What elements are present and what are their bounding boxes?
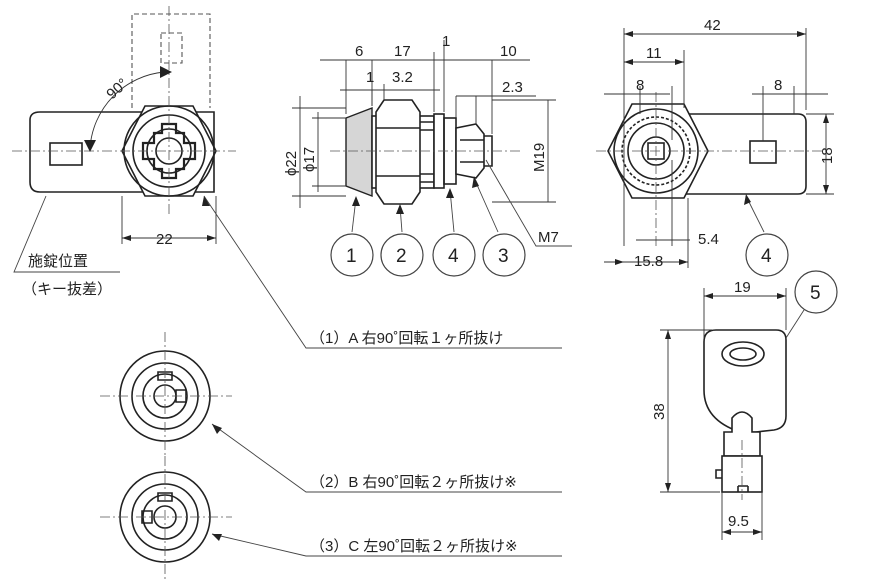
dim-1-top: 1 [442,33,450,50]
key-view: 19 38 9.5 [651,279,805,540]
key-hole [721,341,765,367]
dim-10: 10 [500,43,517,60]
lock-position-label: 施錠位置 [28,253,88,270]
dim-5-4: 5.4 [698,231,719,248]
rotation-arc [89,71,165,149]
bezel [345,106,373,198]
rear-view: 42 11 8 8 18 5.4 15.8 [596,17,836,270]
key-head [703,329,787,433]
side-view: 6 17 1 10 1 3.2 2.3 ϕ22 ϕ17 M19 M7 [283,33,572,247]
dim-19: 19 [734,279,751,296]
angle-label: 90° [103,75,131,103]
dim-15-8: 15.8 [634,253,663,270]
dim-11: 11 [646,45,662,62]
variant-c-view [100,456,232,580]
dim-9-5: 9.5 [728,513,749,530]
key-removal-label: （キー抜差） [22,281,112,298]
key-shaft [723,411,761,457]
dim-18: 18 [819,147,836,164]
svg-text:5: 5 [810,283,821,304]
dim-m7: M7 [538,229,559,246]
mounting-nut [375,99,421,205]
callout-4-side: 4 [432,233,476,277]
rotated-cam-outline [131,13,211,108]
dim-42: 42 [704,17,721,34]
svg-text:2: 2 [396,246,407,267]
svg-text:4: 4 [761,246,772,267]
variant-c-label: （3）C 左90˚回転２ヶ所抜け※ [310,538,518,555]
dim-1-mid: 1 [366,69,374,86]
dim-22: 22 [156,231,173,248]
dim-2-3: 2.3 [502,79,523,96]
dim-38: 38 [651,403,668,420]
svg-text:1: 1 [346,246,357,267]
dim-8-right: 8 [774,77,782,94]
callout-3: 3 [482,233,526,277]
callout-5: 5 [794,270,838,314]
dim-17: 17 [394,43,411,60]
front-view: 90° 22 施錠位置 （キー抜差） [12,6,236,298]
dim-m19: M19 [531,143,548,172]
cam-slot [49,142,83,166]
dim-6: 6 [355,43,363,60]
variant-b-view [100,332,232,458]
rotated-cam-slot [160,32,183,64]
callout-2: 2 [380,233,424,277]
dim-phi17: ϕ17 [301,147,318,172]
variant-b-label: （2）B 右90˚回転２ヶ所抜け※ [310,474,517,491]
dim-3-2: 3.2 [392,69,413,86]
callout-4-rear: 4 [745,233,789,277]
svg-text:3: 3 [498,246,509,267]
dim-phi22: ϕ22 [283,151,300,176]
dim-8-left: 8 [636,77,644,94]
variant-a-label: （1）A 右90˚回転１ヶ所抜け [310,330,503,347]
svg-text:4: 4 [448,246,459,267]
callout-1: 1 [330,233,374,277]
keyway [141,122,197,180]
